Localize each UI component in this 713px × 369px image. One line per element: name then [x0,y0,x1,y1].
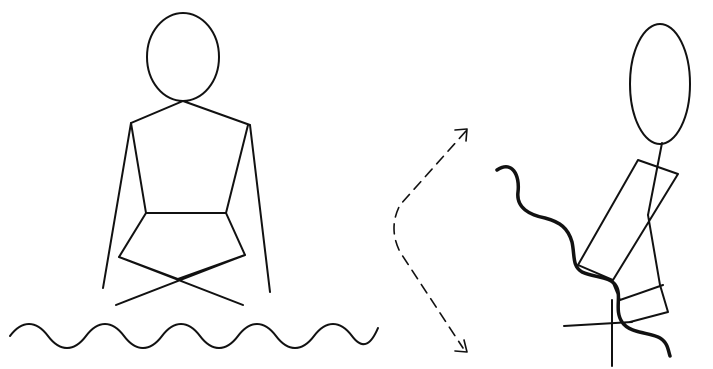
dashed-arrow-path [394,131,466,348]
dashed-arrow [394,129,467,352]
left-figure-torso-left [131,123,146,213]
right-figure-head [630,24,690,144]
left-figure-head [147,13,219,101]
right-figure [497,24,690,366]
right-figure-arm [578,160,678,280]
left-figure-torso-right [226,125,248,213]
left-ground-wave [10,324,378,348]
left-figure-shin-left [119,257,243,305]
right-figure-thigh [613,283,663,300]
left-figure-leg-right-upper [178,213,245,279]
left-figure-shoulders [131,101,250,125]
right-figure-backrest-wave [497,167,670,356]
left-figure [103,13,270,305]
left-figure-arm-left [103,123,131,288]
left-figure-arm-right [250,125,270,292]
right-figure-back [630,215,668,322]
